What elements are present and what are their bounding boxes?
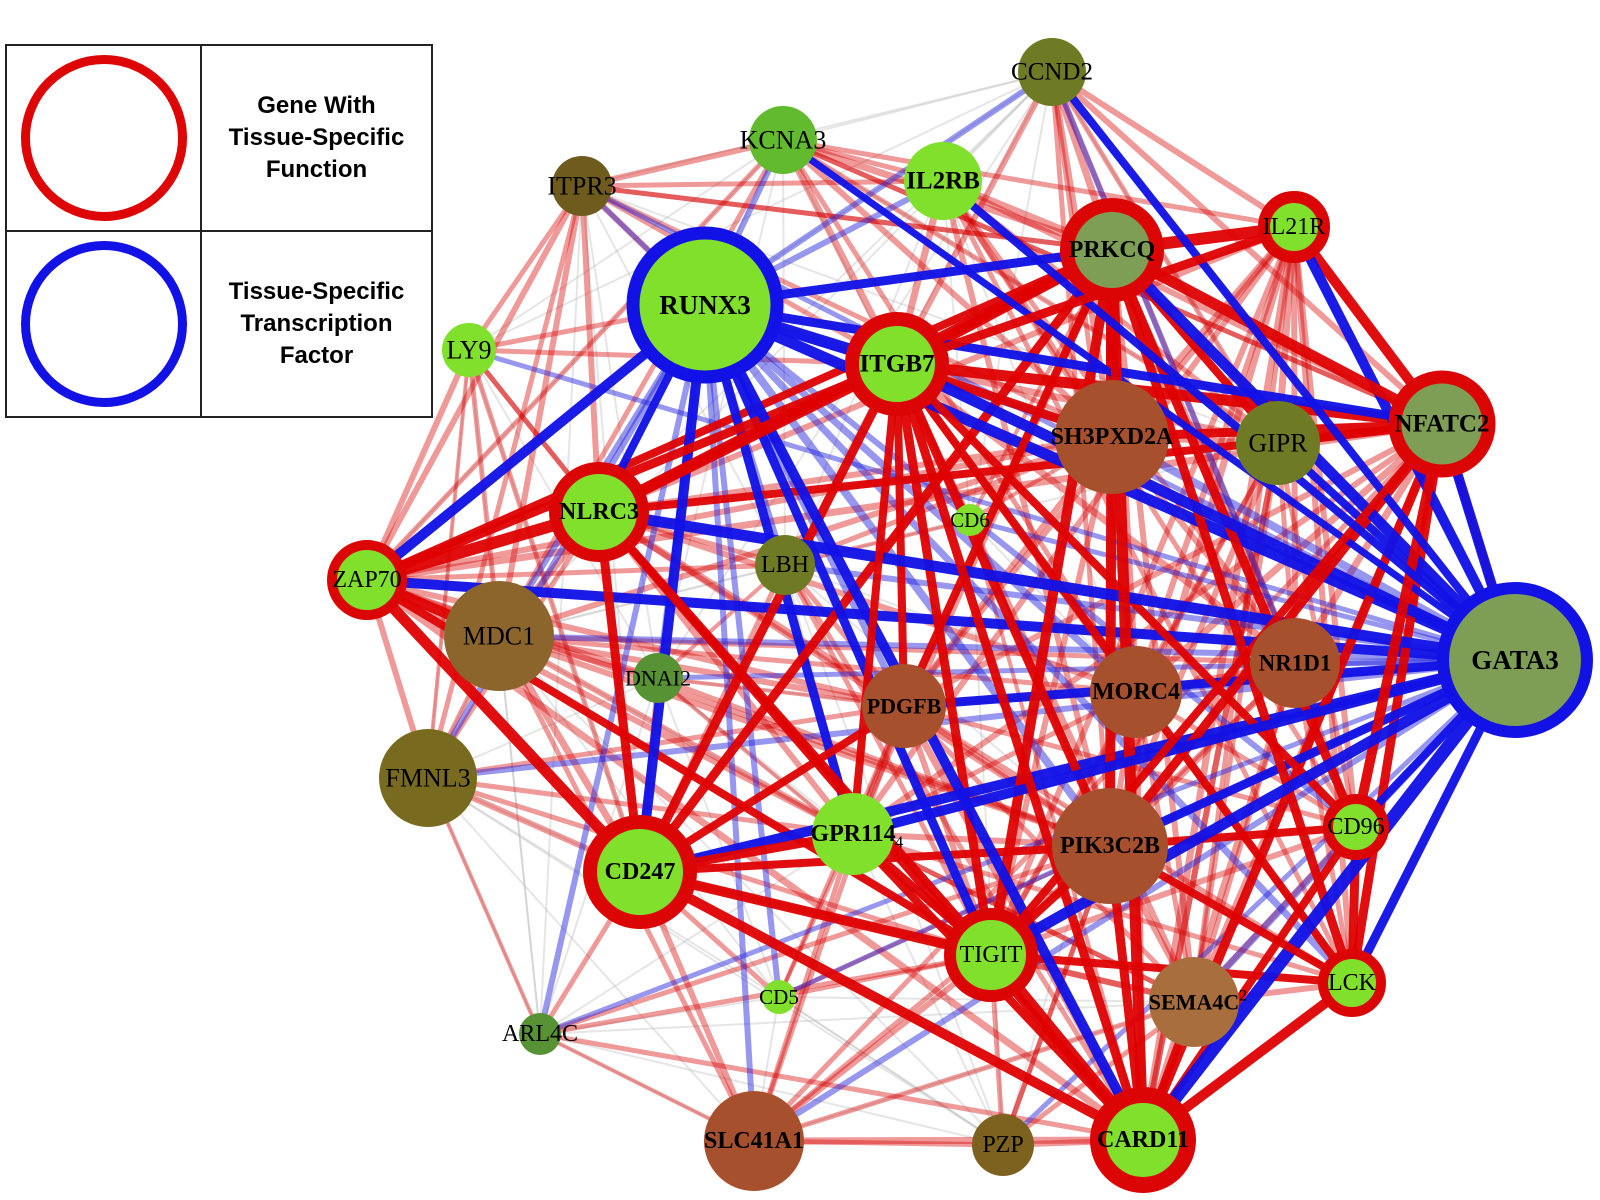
svg-text:LCK: LCK — [1328, 970, 1377, 996]
svg-text:DNAI2: DNAI2 — [625, 666, 691, 691]
svg-text:CARD11: CARD11 — [1097, 1127, 1189, 1153]
svg-text:2: 2 — [1239, 988, 1247, 1005]
svg-text:FMNL3: FMNL3 — [385, 764, 470, 793]
svg-text:SH3PXD2A: SH3PXD2A — [1051, 424, 1174, 450]
svg-text:GPR114: GPR114 — [810, 821, 895, 847]
svg-text:GATA3: GATA3 — [1471, 645, 1559, 675]
svg-text:ARL4C: ARL4C — [502, 1021, 578, 1047]
svg-text:NFATC2: NFATC2 — [1395, 411, 1490, 438]
svg-text:SEMA4C: SEMA4C — [1149, 990, 1239, 1015]
svg-text:CD247: CD247 — [605, 859, 676, 885]
svg-text:TIGIT: TIGIT — [960, 942, 1023, 968]
svg-text:MORC4: MORC4 — [1092, 679, 1180, 705]
svg-text:PDGFB: PDGFB — [867, 694, 942, 719]
svg-text:ITPR3: ITPR3 — [547, 172, 616, 201]
svg-text:ITGB7: ITGB7 — [859, 351, 934, 378]
svg-text:CCND2: CCND2 — [1011, 59, 1093, 86]
svg-text:CD5: CD5 — [759, 985, 799, 1009]
svg-text:PRKCQ: PRKCQ — [1069, 237, 1156, 263]
svg-text:IL2RB: IL2RB — [906, 168, 980, 195]
svg-text:PZP: PZP — [982, 1132, 1023, 1158]
svg-text:NR1D1: NR1D1 — [1259, 651, 1332, 676]
svg-text:LY9: LY9 — [446, 336, 491, 365]
svg-text:CD6: CD6 — [950, 508, 990, 532]
svg-text:RUNX3: RUNX3 — [659, 290, 751, 320]
svg-text:LBH: LBH — [761, 552, 809, 578]
svg-text:PIK3C2B: PIK3C2B — [1060, 833, 1160, 859]
svg-text:KCNA3: KCNA3 — [740, 126, 827, 155]
svg-text:4: 4 — [895, 833, 904, 852]
svg-text:SLC41A1: SLC41A1 — [704, 1128, 804, 1154]
svg-text:IL21R: IL21R — [1263, 214, 1326, 240]
svg-text:CD96: CD96 — [1327, 814, 1384, 840]
svg-text:MDC1: MDC1 — [463, 622, 535, 651]
svg-text:NLRC3: NLRC3 — [559, 499, 639, 525]
svg-text:GIPR: GIPR — [1248, 429, 1308, 458]
svg-text:ZAP70: ZAP70 — [332, 567, 401, 593]
